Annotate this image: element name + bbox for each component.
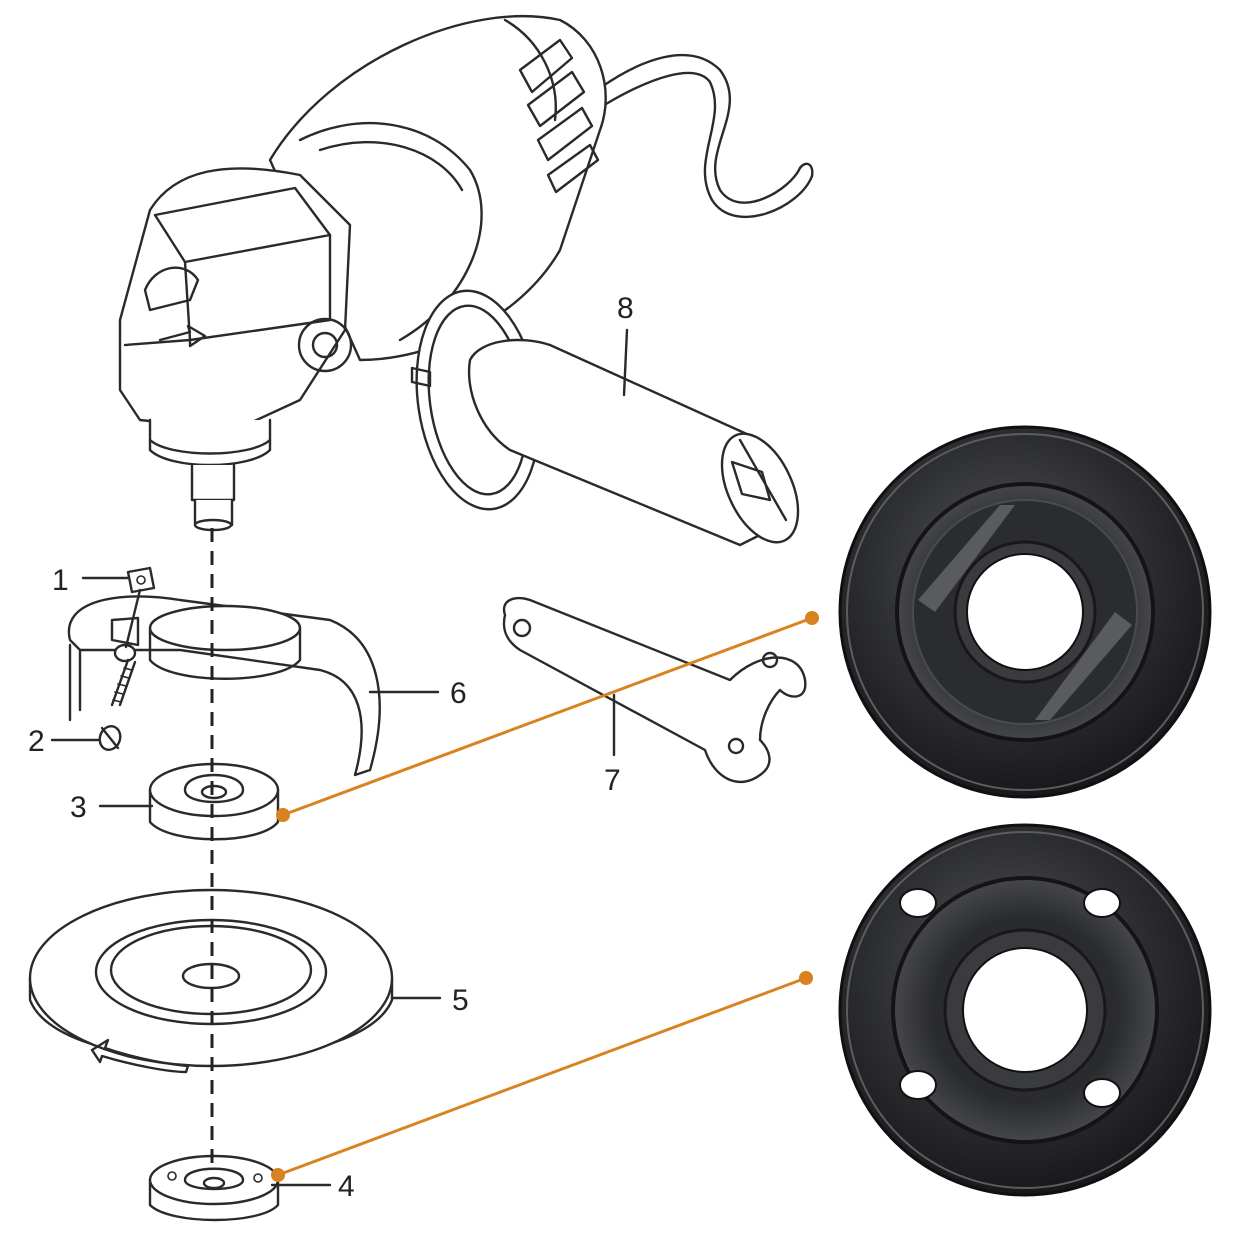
- label-part-8: 8: [617, 292, 634, 325]
- label-part-4: 4: [338, 1170, 355, 1203]
- label-part-5: 5: [452, 984, 469, 1017]
- part-1-nut: [126, 566, 156, 594]
- label-part-7: 7: [604, 764, 621, 797]
- photo-inner-flange: [838, 425, 1212, 799]
- callout-outer-nut: [271, 971, 813, 1182]
- spanner-wrench: [502, 596, 807, 784]
- leader-lines: [50, 328, 629, 1187]
- wheel-guard: [67, 595, 381, 777]
- part-2-screw: [98, 658, 137, 751]
- inner-flange: [148, 762, 280, 841]
- label-part-3: 3: [70, 791, 87, 824]
- photo-outer-nut: [838, 823, 1212, 1197]
- side-handle: [410, 289, 800, 547]
- angle-grinder: [118, 15, 814, 532]
- callout-inner-flange: [276, 611, 819, 822]
- label-part-2: 2: [28, 725, 45, 758]
- label-part-6: 6: [450, 677, 467, 710]
- outer-flange-nut: [148, 1154, 280, 1222]
- label-part-1: 1: [52, 564, 69, 597]
